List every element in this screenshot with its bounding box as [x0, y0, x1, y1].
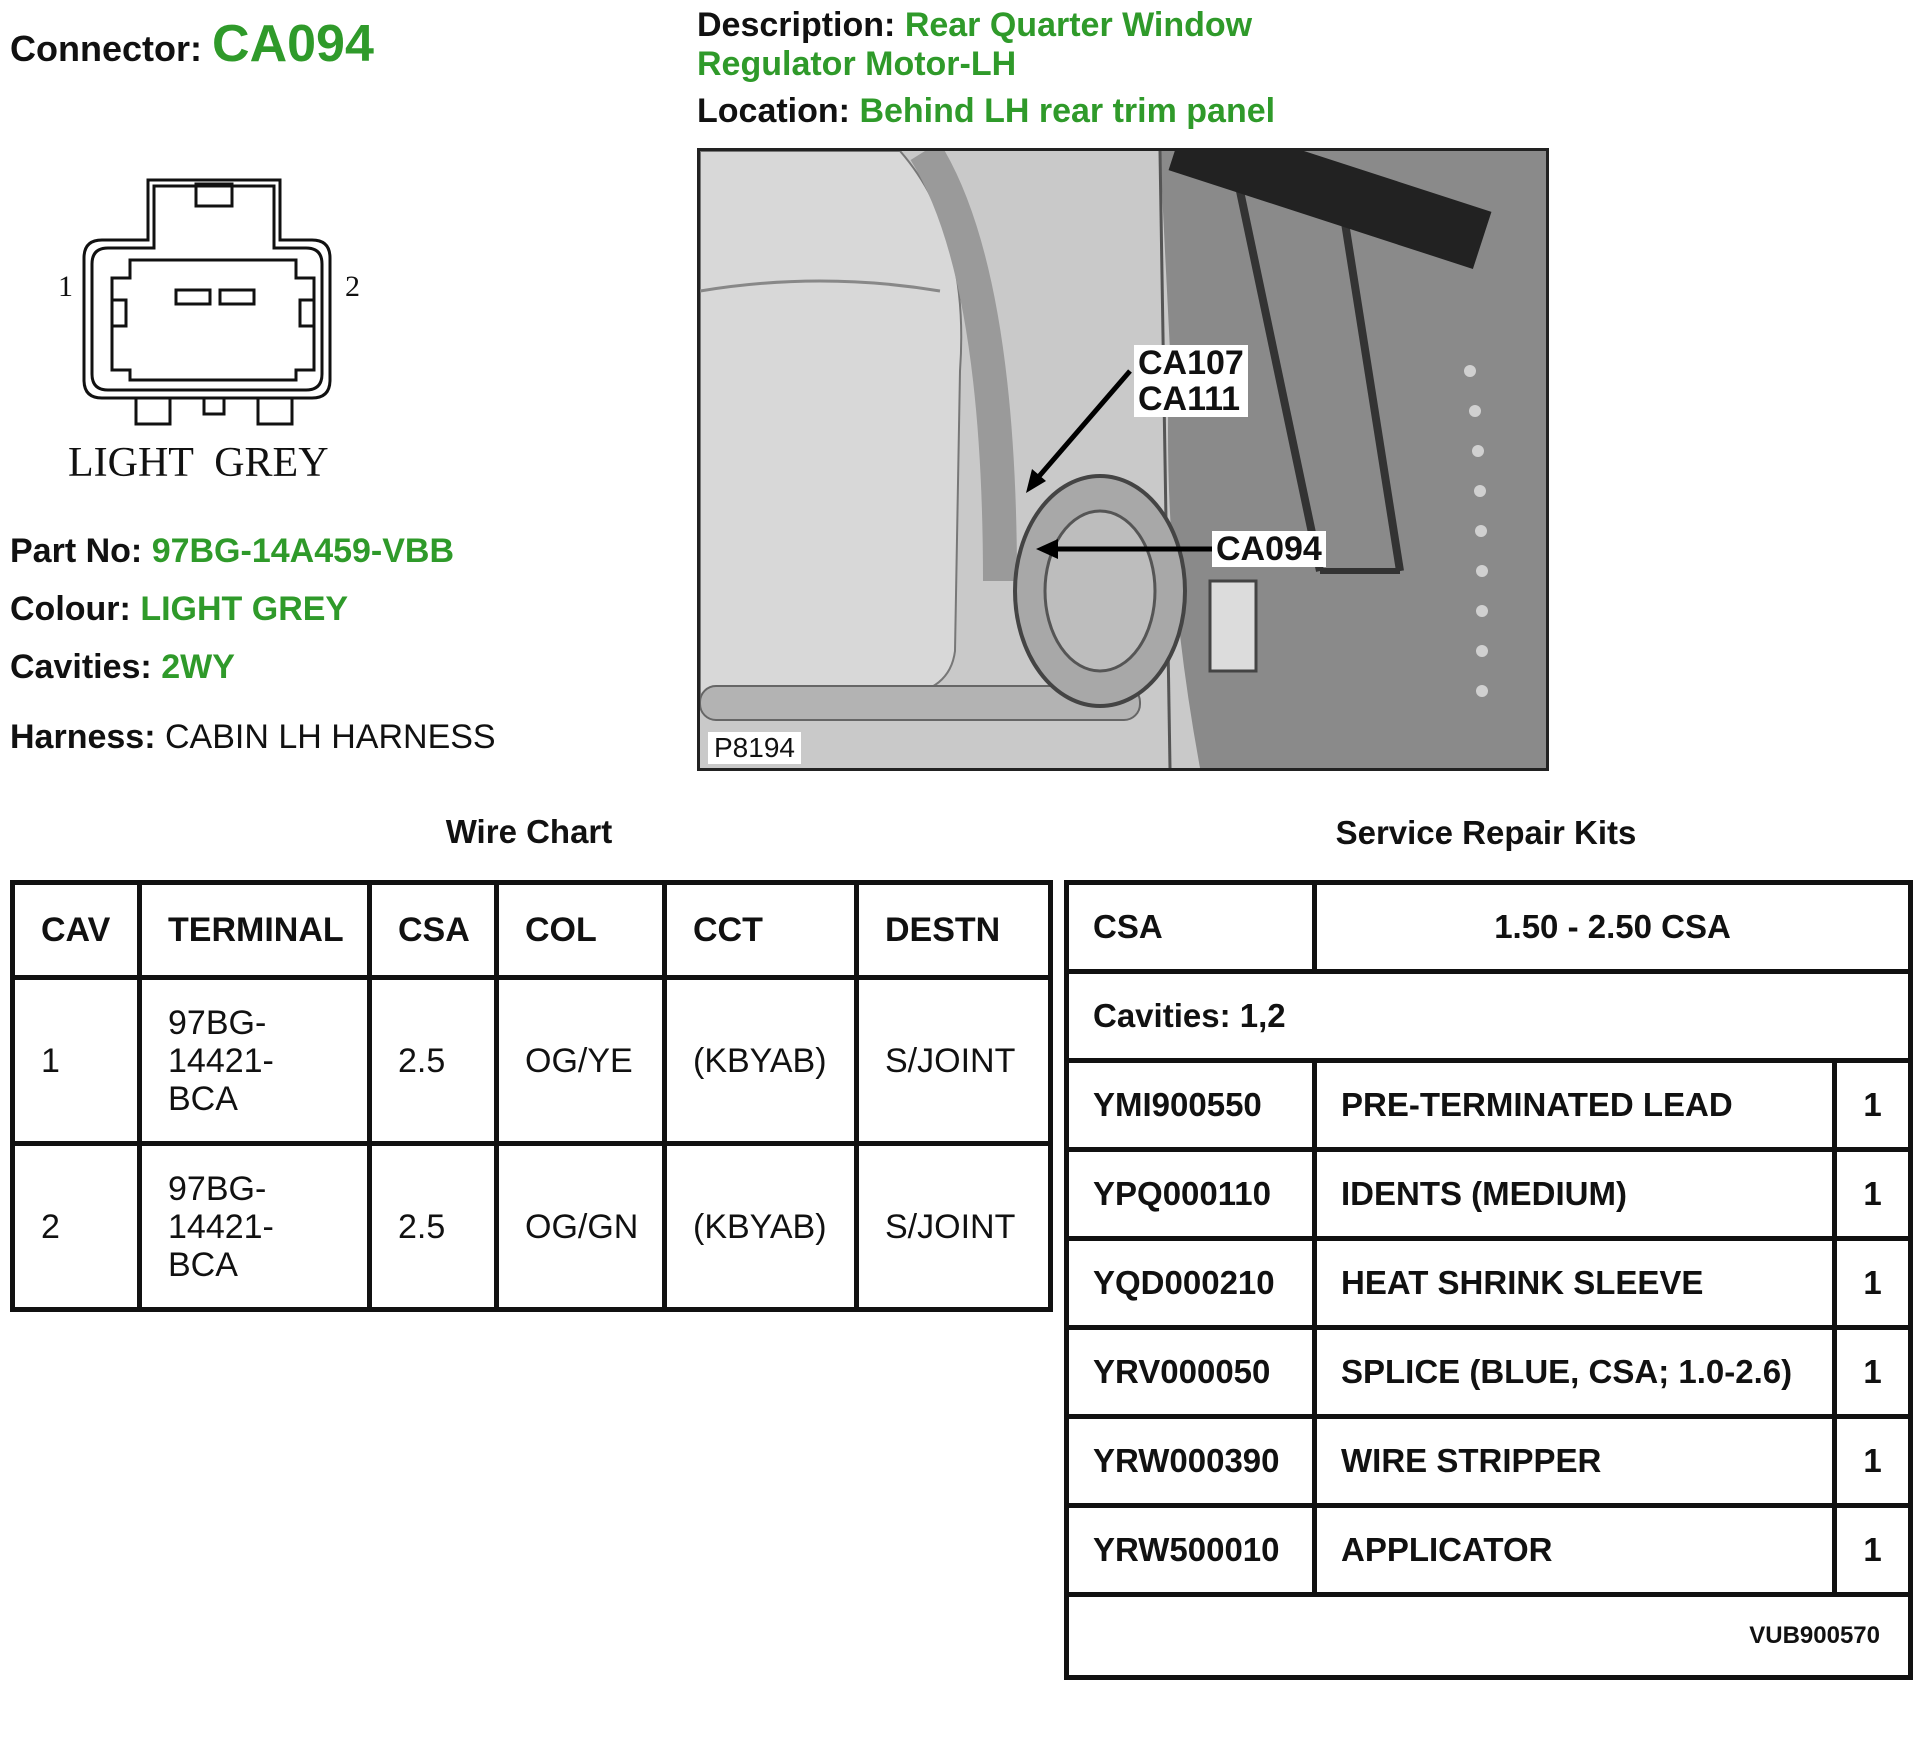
part-number-label: Part No: — [10, 532, 143, 570]
location: Location: Behind LH rear trim panel — [697, 92, 1275, 131]
kit-code: YRW500010 — [1064, 1503, 1317, 1597]
cavities-value: 2WY — [161, 648, 235, 686]
part-number-value: 97BG-14A459-VBB — [151, 532, 455, 570]
pin-2-label: 2 — [345, 270, 360, 303]
table-row: YQD000210 HEAT SHRINK SLEEVE 1 — [1064, 1236, 1913, 1330]
kit-reference: VUB900570 — [1064, 1592, 1913, 1680]
location-value: Behind LH rear trim panel — [859, 92, 1276, 130]
wire-chart-header-row: CAV TERMINAL CSA COL CCT DESTN — [10, 880, 1053, 980]
terminal-part-1: 97BG- — [168, 1169, 267, 1208]
col-header-cav: CAV — [10, 880, 142, 980]
kit-code: YMI900550 — [1064, 1058, 1317, 1152]
connector-face-diagram: 1 2 LIGHT GREY — [40, 170, 380, 490]
connector-face-icon: 1 2 LIGHT GREY — [58, 178, 360, 486]
callout-ca107-ca111: CA107 CA111 — [1134, 345, 1248, 417]
kit-description: IDENTS (MEDIUM) — [1312, 1147, 1837, 1241]
repair-kits-title: Service Repair Kits — [1335, 814, 1637, 851]
photo-reference: P8194 — [708, 732, 801, 764]
description: Description: Rear Quarter Window Regulat… — [697, 6, 1252, 84]
connector-label: Connector: — [10, 28, 202, 69]
harness-label: Harness: — [10, 718, 156, 756]
kit-quantity: 1 — [1832, 1236, 1913, 1330]
kits-cavities-row: Cavities: 1,2 — [1064, 969, 1913, 1063]
kit-quantity: 1 — [1832, 1503, 1913, 1597]
cell-col: OG/GN — [494, 1141, 667, 1312]
table-row: YPQ000110 IDENTS (MEDIUM) 1 — [1064, 1147, 1913, 1241]
col-header-col: COL — [494, 880, 667, 980]
cell-csa: 2.5 — [367, 975, 499, 1146]
cell-destn: S/JOINT — [854, 1141, 1053, 1312]
col-header-terminal: TERMINAL — [137, 880, 372, 980]
terminal-part-1: 97BG- — [168, 1003, 267, 1042]
cavities-label: Cavities: — [10, 648, 152, 686]
kit-quantity: 1 — [1832, 1147, 1913, 1241]
table-row: 1 97BG- 14421- BCA 2.5 OG/YE (KBYAB) S/J… — [10, 975, 1053, 1146]
connector-id: CA094 — [212, 15, 374, 73]
pin-1-label: 1 — [58, 270, 73, 303]
callout-ca111: CA111 — [1138, 380, 1241, 418]
kit-description: PRE-TERMINATED LEAD — [1312, 1058, 1837, 1152]
kit-code: YQD000210 — [1064, 1236, 1317, 1330]
description-label: Description: — [697, 6, 896, 44]
table-row: YRW500010 APPLICATOR 1 — [1064, 1503, 1913, 1597]
part-number: Part No: 97BG-14A459-VBB — [10, 532, 454, 571]
cell-cav: 2 — [10, 1141, 142, 1312]
cell-col: OG/YE — [494, 975, 667, 1146]
kit-code: YRW000390 — [1064, 1414, 1317, 1508]
connector-heading: Connector: CA094 — [10, 14, 374, 74]
col-header-csa: CSA — [367, 880, 499, 980]
kit-code: YPQ000110 — [1064, 1147, 1317, 1241]
location-photo: CA107 CA111 CA094 P8194 — [697, 148, 1549, 771]
kits-cavities: Cavities: 1,2 — [1064, 969, 1913, 1063]
col-header-destn: DESTN — [854, 880, 1053, 980]
kit-quantity: 1 — [1832, 1058, 1913, 1152]
terminal-part-2: 14421- — [168, 1207, 274, 1246]
terminal-part-3: BCA — [168, 1079, 238, 1118]
table-row: YRW000390 WIRE STRIPPER 1 — [1064, 1414, 1913, 1508]
cell-terminal: 97BG- 14421- BCA — [137, 1141, 372, 1312]
location-label: Location: — [697, 92, 850, 130]
cell-cct: (KBYAB) — [662, 975, 859, 1146]
kits-csa-value: 1.50 - 2.50 CSA — [1312, 880, 1913, 974]
table-row: YMI900550 PRE-TERMINATED LEAD 1 — [1064, 1058, 1913, 1152]
table-row: 2 97BG- 14421- BCA 2.5 OG/GN (KBYAB) S/J… — [10, 1141, 1053, 1312]
col-header-cct: CCT — [662, 880, 859, 980]
cell-cav: 1 — [10, 975, 142, 1146]
table-row: YRV000050 SPLICE (BLUE, CSA; 1.0-2.6) 1 — [1064, 1325, 1913, 1419]
kit-quantity: 1 — [1832, 1325, 1913, 1419]
cell-cct: (KBYAB) — [662, 1141, 859, 1312]
colour-caption: LIGHT GREY — [68, 440, 329, 486]
kit-description: WIRE STRIPPER — [1312, 1414, 1837, 1508]
wire-chart-table: CAV TERMINAL CSA COL CCT DESTN 1 97BG- 1… — [10, 880, 1053, 1312]
kit-description: SPLICE (BLUE, CSA; 1.0-2.6) — [1312, 1325, 1837, 1419]
colour-info: Colour: LIGHT GREY — [10, 590, 348, 629]
kits-ref-row: VUB900570 — [1064, 1592, 1913, 1680]
cell-terminal: 97BG- 14421- BCA — [137, 975, 372, 1146]
wire-chart-title: Wire Chart — [445, 813, 613, 850]
kit-quantity: 1 — [1832, 1414, 1913, 1508]
harness-value: CABIN LH HARNESS — [164, 718, 496, 756]
colour-value: LIGHT GREY — [140, 590, 349, 628]
kits-csa-label: CSA — [1064, 880, 1317, 974]
callout-ca094: CA094 — [1212, 531, 1326, 567]
kit-code: YRV000050 — [1064, 1325, 1317, 1419]
repair-kits-table: CSA 1.50 - 2.50 CSA Cavities: 1,2 YMI900… — [1064, 880, 1913, 1680]
kit-description: HEAT SHRINK SLEEVE — [1312, 1236, 1837, 1330]
terminal-part-3: BCA — [168, 1245, 238, 1284]
harness-info: Harness: CABIN LH HARNESS — [10, 718, 496, 757]
cell-destn: S/JOINT — [854, 975, 1053, 1146]
kits-csa-row: CSA 1.50 - 2.50 CSA — [1064, 880, 1913, 974]
terminal-part-2: 14421- — [168, 1041, 274, 1080]
vehicle-interior-illustration — [700, 151, 1546, 768]
cell-csa: 2.5 — [367, 1141, 499, 1312]
cavities-info: Cavities: 2WY — [10, 648, 235, 687]
kit-description: APPLICATOR — [1312, 1503, 1837, 1597]
description-line2: Regulator Motor-LH — [697, 45, 1017, 83]
callout-ca107: CA107 — [1138, 344, 1244, 382]
description-line1: Rear Quarter Window — [904, 6, 1253, 44]
colour-label: Colour: — [10, 590, 131, 628]
